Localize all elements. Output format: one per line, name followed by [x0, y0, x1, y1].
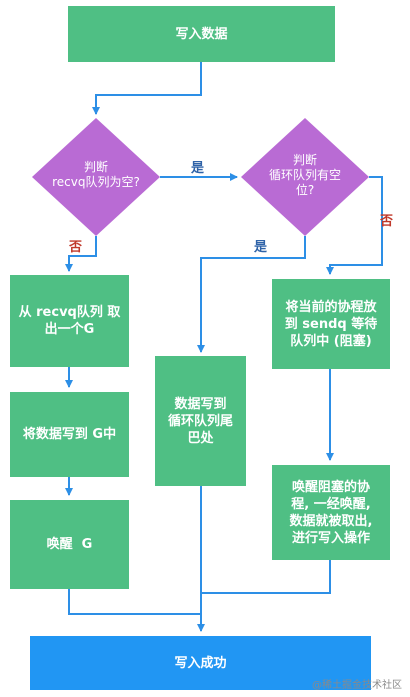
- buffer-no-label: 否: [380, 214, 394, 229]
- edge-recvq-no: [65, 236, 97, 272]
- write-to-g-label: 将数据写到 G中: [22, 427, 117, 442]
- decision-recvq-diamond: [32, 118, 160, 236]
- wake-blocked-label: 唤醒阻塞的协 程, 一经唤醒, 数据就被取出, 进行写入操作: [289, 479, 373, 546]
- edge-buffer-no: [326, 176, 383, 275]
- edge-wake-g-to-success: [68, 589, 201, 615]
- write-success-box: 写入成功: [30, 636, 371, 690]
- edge-buffer-yes: [197, 236, 306, 353]
- recvq-yes-label: 是: [191, 161, 205, 176]
- edge-wake-blocked-to-success: [201, 560, 331, 594]
- take-g-label: 从 recvq队列 取 出一个G: [18, 305, 121, 337]
- write-success-label: 写入成功: [174, 655, 227, 671]
- decision-recvq-label: 判断 recvq队列为空?: [52, 160, 140, 189]
- decision-buffer-label: 判断 循环队列有空 位?: [268, 153, 341, 197]
- decision-buffer-diamond: [241, 118, 369, 236]
- recvq-no-label: 否: [69, 240, 83, 255]
- write-tail-label: 数据写到 循环队列尾 巴处: [167, 396, 233, 446]
- edge-start-to-recvq: [92, 62, 202, 115]
- take-g-box: 从 recvq队列 取 出一个G: [10, 275, 129, 367]
- write-data-label: 写入数据: [175, 26, 228, 42]
- write-to-g-box: 将数据写到 G中: [10, 392, 129, 477]
- wake-blocked-box: 唤醒阻塞的协 程, 一经唤醒, 数据就被取出, 进行写入操作: [272, 465, 390, 560]
- wake-g-box: 唤醒 G: [10, 500, 129, 589]
- enqueue-sendq-label: 将当前的协程放 到 sendq 等待 队列中 (阻塞): [284, 299, 378, 349]
- wake-g-label: 唤醒 G: [46, 537, 93, 552]
- write-data-box: 写入数据: [68, 6, 335, 62]
- buffer-yes-label: 是: [254, 240, 268, 255]
- write-tail-box: 数据写到 循环队列尾 巴处: [155, 356, 246, 486]
- watermark: @稀土掘金技术社区: [312, 680, 402, 691]
- enqueue-sendq-box: 将当前的协程放 到 sendq 等待 队列中 (阻塞): [272, 279, 390, 369]
